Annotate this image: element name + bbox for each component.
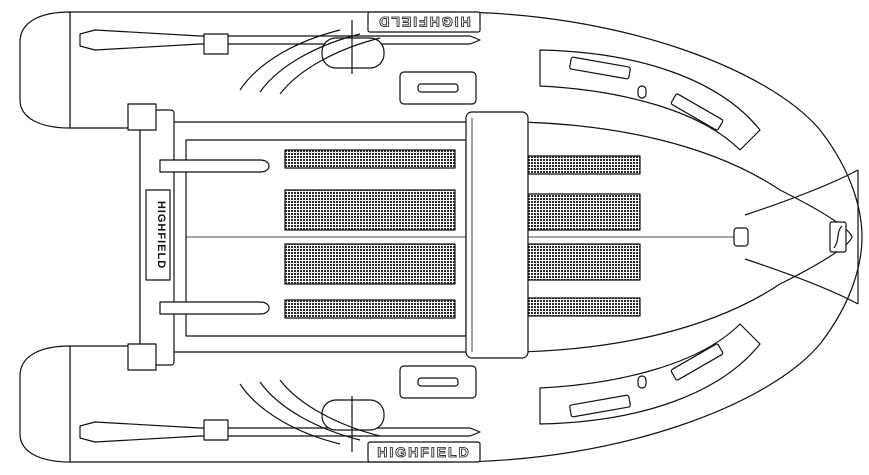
- seat-bench: [465, 111, 529, 359]
- floor-mesh-panel: [527, 193, 641, 231]
- bow-eye: [733, 227, 749, 247]
- brand-plate-bottom: [367, 441, 481, 463]
- pad-slot: [670, 343, 724, 381]
- tube-valve: [637, 375, 647, 389]
- inner-tube-line: [140, 121, 853, 353]
- tube-valve: [637, 85, 647, 99]
- tube-cap-top: [19, 11, 71, 129]
- brand-plate-top: [367, 11, 481, 33]
- oarlock-top: [321, 37, 385, 69]
- transom-badge-text: HIGHFIELD: [155, 201, 167, 269]
- hull-brand-text-top: HIGHFIELD: [377, 14, 470, 30]
- oarlock-bottom: [321, 399, 385, 431]
- side-handle-slot: [417, 83, 459, 93]
- floor-mesh-panel: [284, 243, 456, 285]
- motor-mount: [145, 189, 171, 281]
- pad-slot: [670, 93, 724, 131]
- side-handle-slot: [417, 377, 459, 387]
- tube-cap-bottom: [19, 345, 71, 463]
- floor-mesh-panel: [284, 149, 456, 169]
- floor-mesh-panel: [527, 297, 641, 317]
- oar-clip: [203, 419, 229, 441]
- bow-logo-mark: [833, 225, 843, 249]
- floor-rail-top: [159, 159, 270, 173]
- floor-rail-bottom: [159, 301, 270, 315]
- oar-top: [79, 29, 481, 51]
- floor-mesh-panel: [527, 243, 641, 281]
- bow-pad-top: [539, 49, 761, 151]
- floor-mesh-panel: [527, 155, 641, 175]
- pad-slot: [569, 56, 631, 80]
- oar-bottom: [79, 421, 481, 443]
- bow-pad-bottom: [539, 323, 761, 425]
- oar-clip: [203, 33, 229, 55]
- bow-hull-line: [744, 169, 859, 305]
- pad-slot: [569, 394, 631, 418]
- transom-right-plate: [127, 343, 157, 371]
- floor-mesh-panel: [284, 299, 456, 319]
- tube-decal-bottom: [239, 379, 381, 445]
- hull-brand-text-bottom: HIGHFIELD: [377, 444, 470, 460]
- transom-left-plate: [127, 103, 157, 131]
- tube-decal-top: [239, 29, 381, 95]
- floor-mesh-panel: [284, 189, 456, 231]
